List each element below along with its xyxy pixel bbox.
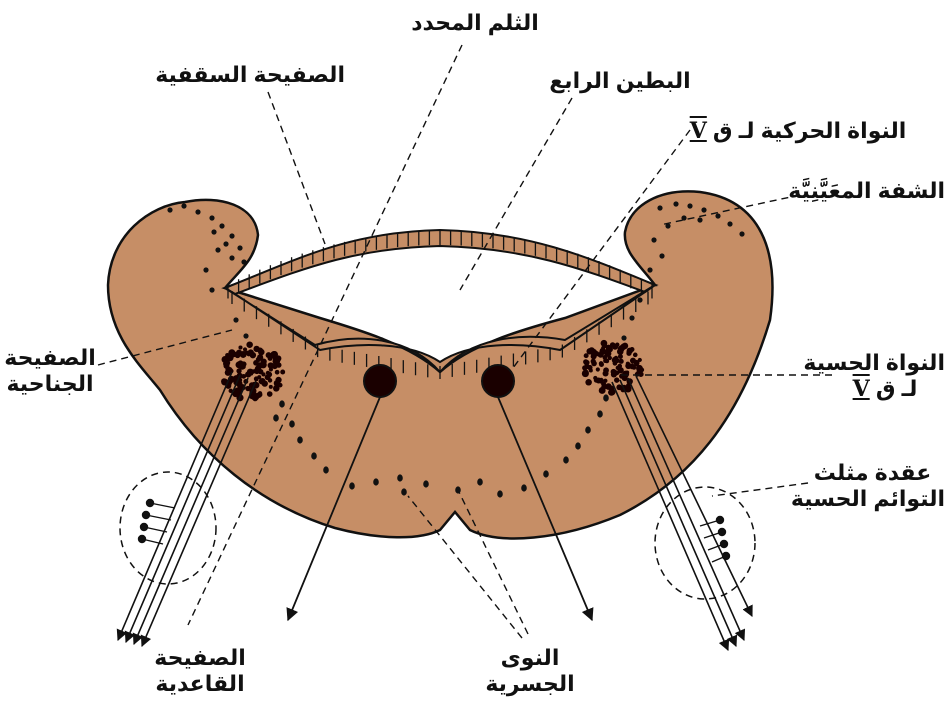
leader-lines (97, 44, 832, 639)
label-roof-plate: الصفيحة السقفية (155, 62, 345, 87)
ganglion-cells-right (699, 515, 731, 563)
trigeminal-ganglion-left (119, 471, 217, 585)
label-alar-plate: الصفيحة الجناحية (4, 345, 96, 397)
sensory-nucleus-right (581, 339, 645, 396)
motor-fibers (286, 396, 594, 622)
motor-nucleus-left (363, 364, 397, 398)
label-motor-nucleus: النواة الحركية لـ ق V (689, 118, 907, 144)
label-rhombic-lip: الشفة المعَيَّنِيَّة (788, 178, 945, 203)
label-pontine-nuclei: النوى الجسرية (485, 645, 575, 697)
label-sulcus-limitans: الثلم المحدد (411, 10, 539, 35)
motor-nucleus-right (481, 364, 515, 398)
label-trigeminal-ganglion: عقدة مثلث التوائم الحسية (790, 460, 945, 512)
label-sensory-nucleus: النواة الحسية لـ ق V (803, 350, 945, 403)
label-fourth-ventricle: البطين الرابع (549, 68, 691, 93)
sensory-fibers-left (116, 371, 257, 648)
sensory-fibers-right (611, 375, 753, 652)
pontine-nuclei-dots (273, 394, 609, 498)
ventricle-floor (224, 284, 656, 374)
ganglion-cells-left (137, 498, 176, 545)
rhombic-lip-dots (167, 201, 745, 341)
roof-plate-hatching (227, 231, 653, 299)
trigeminal-ganglion-right (654, 486, 756, 600)
label-basal-plate: الصفيحة القاعدية (154, 645, 246, 697)
